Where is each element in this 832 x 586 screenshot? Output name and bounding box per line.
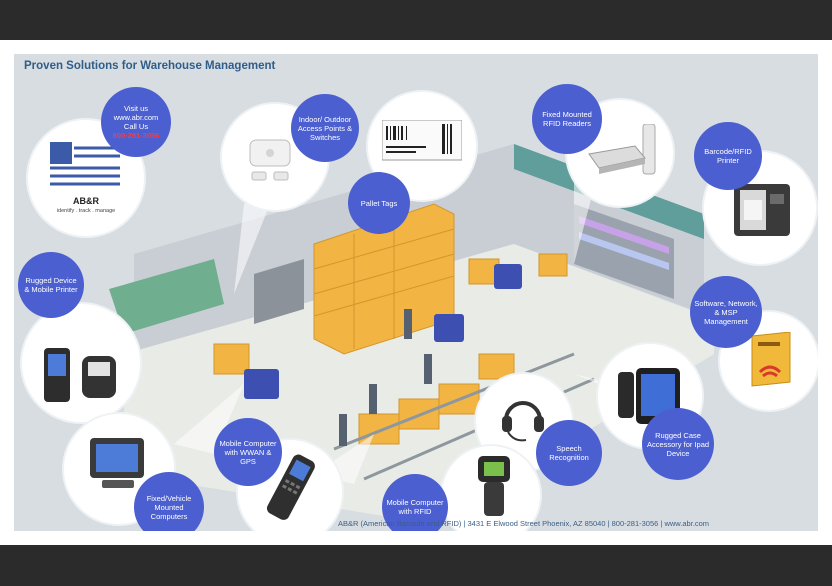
fixed-rfid-label: Fixed Mounted RFID Readers <box>542 110 592 128</box>
speech-bubble: Speech Recognition <box>536 420 602 486</box>
vehicle-computers-label: Fixed/Vehicle Mounted Computers <box>146 493 192 521</box>
software-label: Software, Network, & MSP Management <box>694 298 758 326</box>
access-points-bubble: Indoor/ Outdoor Access Points & Switches <box>291 94 359 162</box>
warehouse-poster: Proven Solutions for Warehouse Managemen… <box>14 54 818 531</box>
rfid-handheld-icon <box>478 456 510 516</box>
rugged-device-circle <box>22 304 140 422</box>
pallet-tags-bubble: Pallet Tags <box>348 172 410 234</box>
software-box-icon <box>751 332 791 387</box>
software-bubble: Software, Network, & MSP Management <box>690 276 762 348</box>
pallet-tags-label: Pallet Tags <box>360 198 398 208</box>
speech-label: Speech Recognition <box>549 444 589 462</box>
barcode-printer-label: Barcode/RFID Printer <box>704 147 752 165</box>
flag-logo-icon <box>50 142 120 192</box>
contact-bubble: Visit us www.abr.com Call Us 800-281-305… <box>101 87 171 157</box>
access-points-label: Indoor/ Outdoor Access Points & Switches <box>297 114 353 142</box>
rugged-ipad-bubble: Rugged Case Accessory for Ipad Device <box>642 408 714 480</box>
barcode-printer-bubble: Barcode/RFID Printer <box>694 122 762 190</box>
mobile-wwan-label: Mobile Computer with WWAN & GPS <box>219 438 277 466</box>
worker <box>339 309 432 446</box>
vehicle-computer-icon <box>90 438 144 488</box>
contact-line: Call Us <box>123 122 149 131</box>
contact-website: www.abr.com <box>113 113 159 122</box>
mobile-wwan-bubble: Mobile Computer with WWAN & GPS <box>214 418 282 486</box>
access-point-icon <box>249 139 291 181</box>
headset-icon <box>502 401 544 442</box>
contact-phone: 800-281-3056 <box>112 131 160 140</box>
barcode-printer-icon <box>734 184 790 236</box>
poster-title: Proven Solutions for Warehouse Managemen… <box>24 60 276 72</box>
rfid-reader-icon <box>588 124 656 175</box>
rugged-ipad-label: Rugged Case Accessory for Ipad Device <box>646 430 710 458</box>
handheld-computer-icon <box>266 454 315 520</box>
fixed-rfid-bubble: Fixed Mounted RFID Readers <box>532 84 602 154</box>
forklift <box>244 264 522 399</box>
mobile-rfid-circle <box>442 446 540 531</box>
rugged-device-label: Rugged Device & Mobile Printer <box>24 276 78 294</box>
mobile-wwan-circle <box>238 440 342 531</box>
vehicle-computer-circle <box>64 414 174 524</box>
contact-line: Visit us <box>123 104 149 113</box>
pallet-tag-icon <box>382 120 462 161</box>
poster-footer: AB&R (American Barcode and RFID) | 3431 … <box>338 519 710 528</box>
conveyor <box>109 259 224 334</box>
rugged-device-bubble: Rugged Device & Mobile Printer <box>18 252 84 318</box>
logo-tagline: identify . track . manage <box>56 208 116 214</box>
image-frame: Proven Solutions for Warehouse Managemen… <box>0 40 832 545</box>
vehicle-computers-bubble: Fixed/Vehicle Mounted Computers <box>134 472 204 531</box>
garage-door <box>254 259 304 324</box>
mobile-rfid-label: Mobile Computer with RFID <box>386 498 444 516</box>
logo-name: AB&R <box>73 196 99 206</box>
mobile-rfid-bubble: Mobile Computer with RFID <box>382 474 448 531</box>
software-circle <box>720 312 818 410</box>
rugged-handheld-icon <box>44 348 116 402</box>
